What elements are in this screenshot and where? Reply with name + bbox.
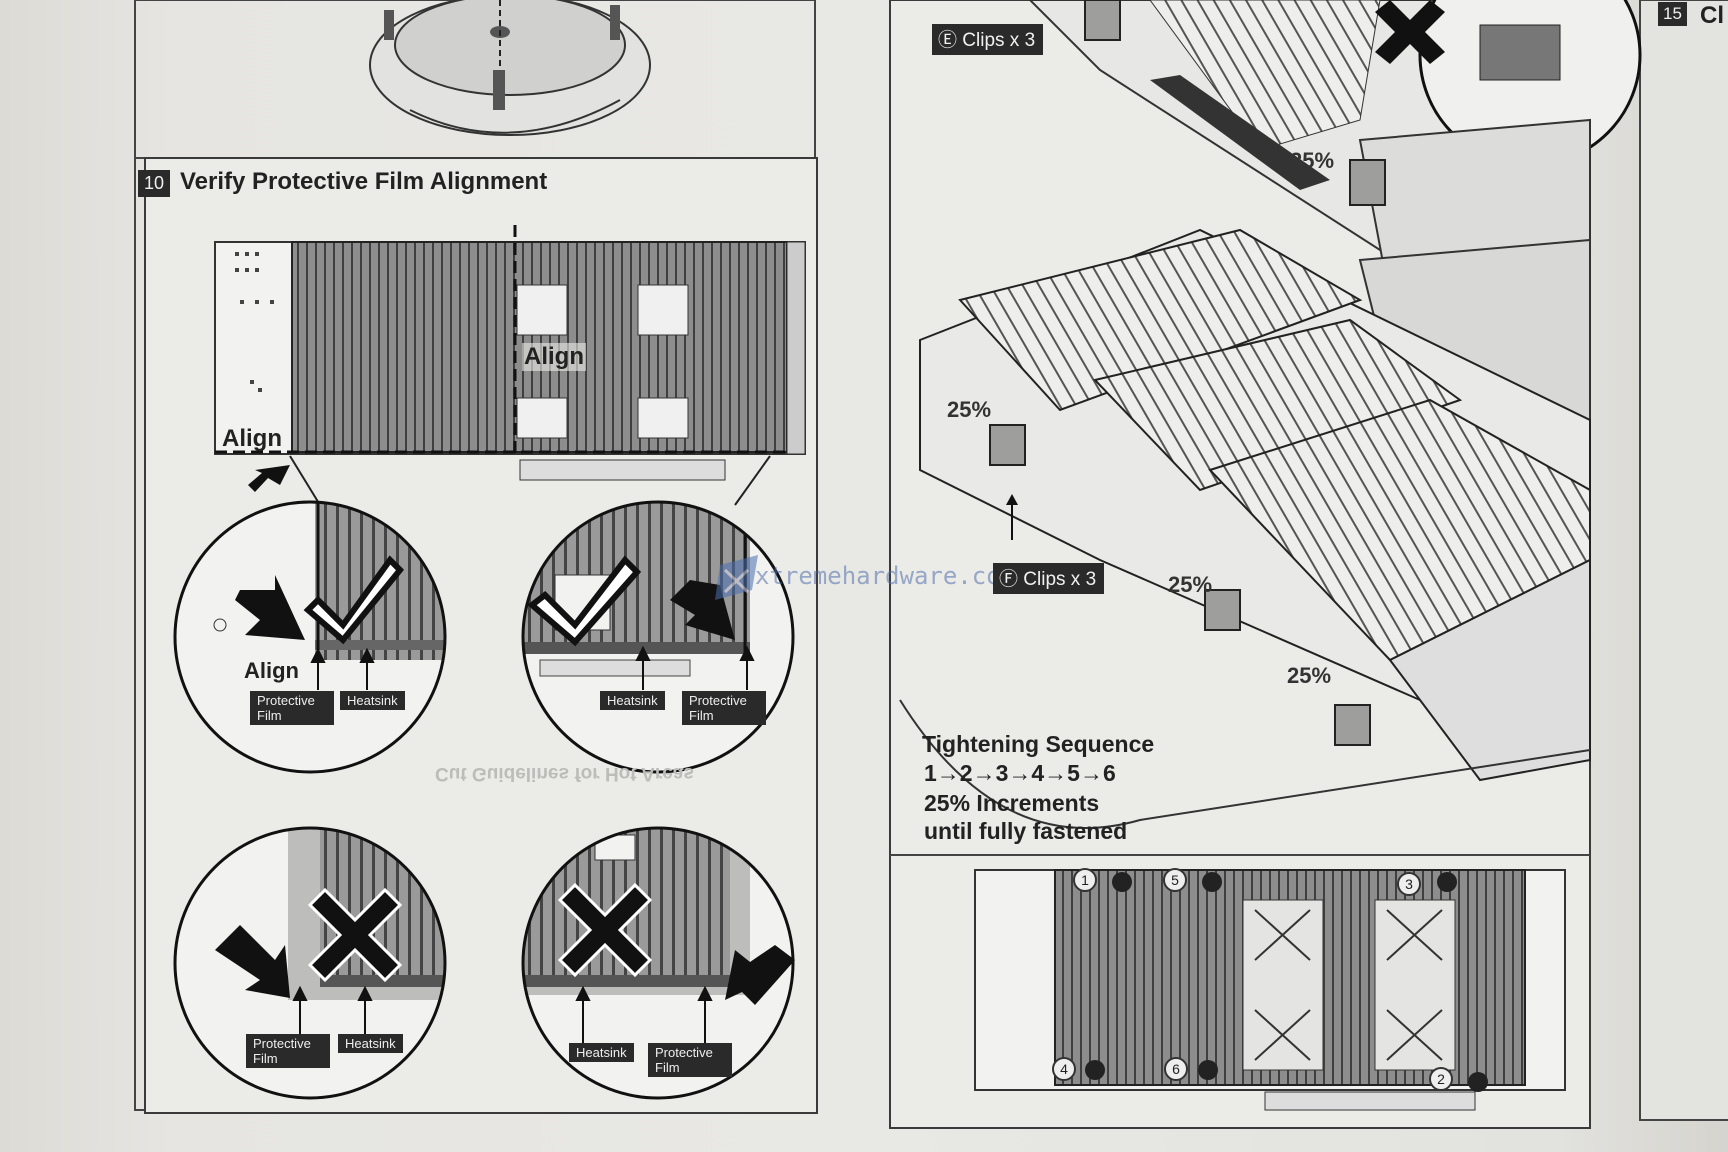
zoom-align-label: Align xyxy=(244,658,299,683)
tightening-sequence: 1→2→3→4→5→6 xyxy=(924,760,1116,786)
watermark-text: xtremehardware.com xyxy=(755,562,1016,590)
callout-protective-film: Protective Film xyxy=(250,691,334,725)
percent-label: 25% xyxy=(1168,572,1213,597)
tightening-increment: 25% Increments xyxy=(924,790,1100,816)
callout-protective-film: Protective Film xyxy=(648,1043,732,1077)
cooler-base-drawing xyxy=(369,0,651,136)
callout-protective-film: Protective Film xyxy=(246,1034,330,1068)
cross-icon xyxy=(557,882,653,978)
step-title: Verify Protective Film Alignment xyxy=(180,168,548,195)
align-label-top: Align xyxy=(522,343,586,371)
step15-number-badge: 15 xyxy=(1658,2,1687,26)
tightening-until: until fully fastened xyxy=(924,818,1128,844)
callout-heatsink: Heatsink xyxy=(338,1034,403,1053)
card-top-view-screws xyxy=(974,869,1566,1111)
arrow-icon xyxy=(725,945,795,1005)
checkmark-icon xyxy=(303,555,405,645)
callout-heatsink: Heatsink xyxy=(600,691,665,710)
screw-number: 5 xyxy=(1163,868,1187,892)
step-number-badge: 10 xyxy=(138,170,171,197)
isometric-card-drawing xyxy=(899,0,1642,829)
percent-label: 25% xyxy=(1287,663,1332,688)
screw-number: 1 xyxy=(1073,868,1097,892)
cross-icon xyxy=(1375,0,1445,64)
arrow-icon xyxy=(215,925,290,998)
arrow-icon xyxy=(235,575,305,640)
screw-number: 3 xyxy=(1397,872,1421,896)
watermark-logo-icon xyxy=(715,555,758,600)
faded-text: Cut Guidelines for Hot Areas xyxy=(435,763,694,784)
cross-icon xyxy=(307,887,403,983)
percent-label: 25% xyxy=(947,397,992,422)
callout-heatsink: Heatsink xyxy=(569,1043,634,1062)
screw-number: 4 xyxy=(1052,1057,1076,1081)
callout-protective-film: Protective Film xyxy=(682,691,766,725)
tightening-title: Tightening Sequence xyxy=(922,731,1155,757)
align-label-left: Align xyxy=(222,425,282,452)
step15-title: Cl xyxy=(1700,2,1724,29)
clips-f-label: Ⓕ Clips x 3 xyxy=(993,563,1105,594)
screw-number: 6 xyxy=(1164,1057,1188,1081)
callout-heatsink: Heatsink xyxy=(340,691,405,710)
screw-number: 2 xyxy=(1429,1067,1453,1091)
checkmark-icon xyxy=(527,555,642,647)
clips-e-label: Ⓔ Clips x 3 xyxy=(932,24,1044,55)
percent-label: 25% xyxy=(1290,148,1335,173)
graphics-card-top-view xyxy=(214,225,806,492)
